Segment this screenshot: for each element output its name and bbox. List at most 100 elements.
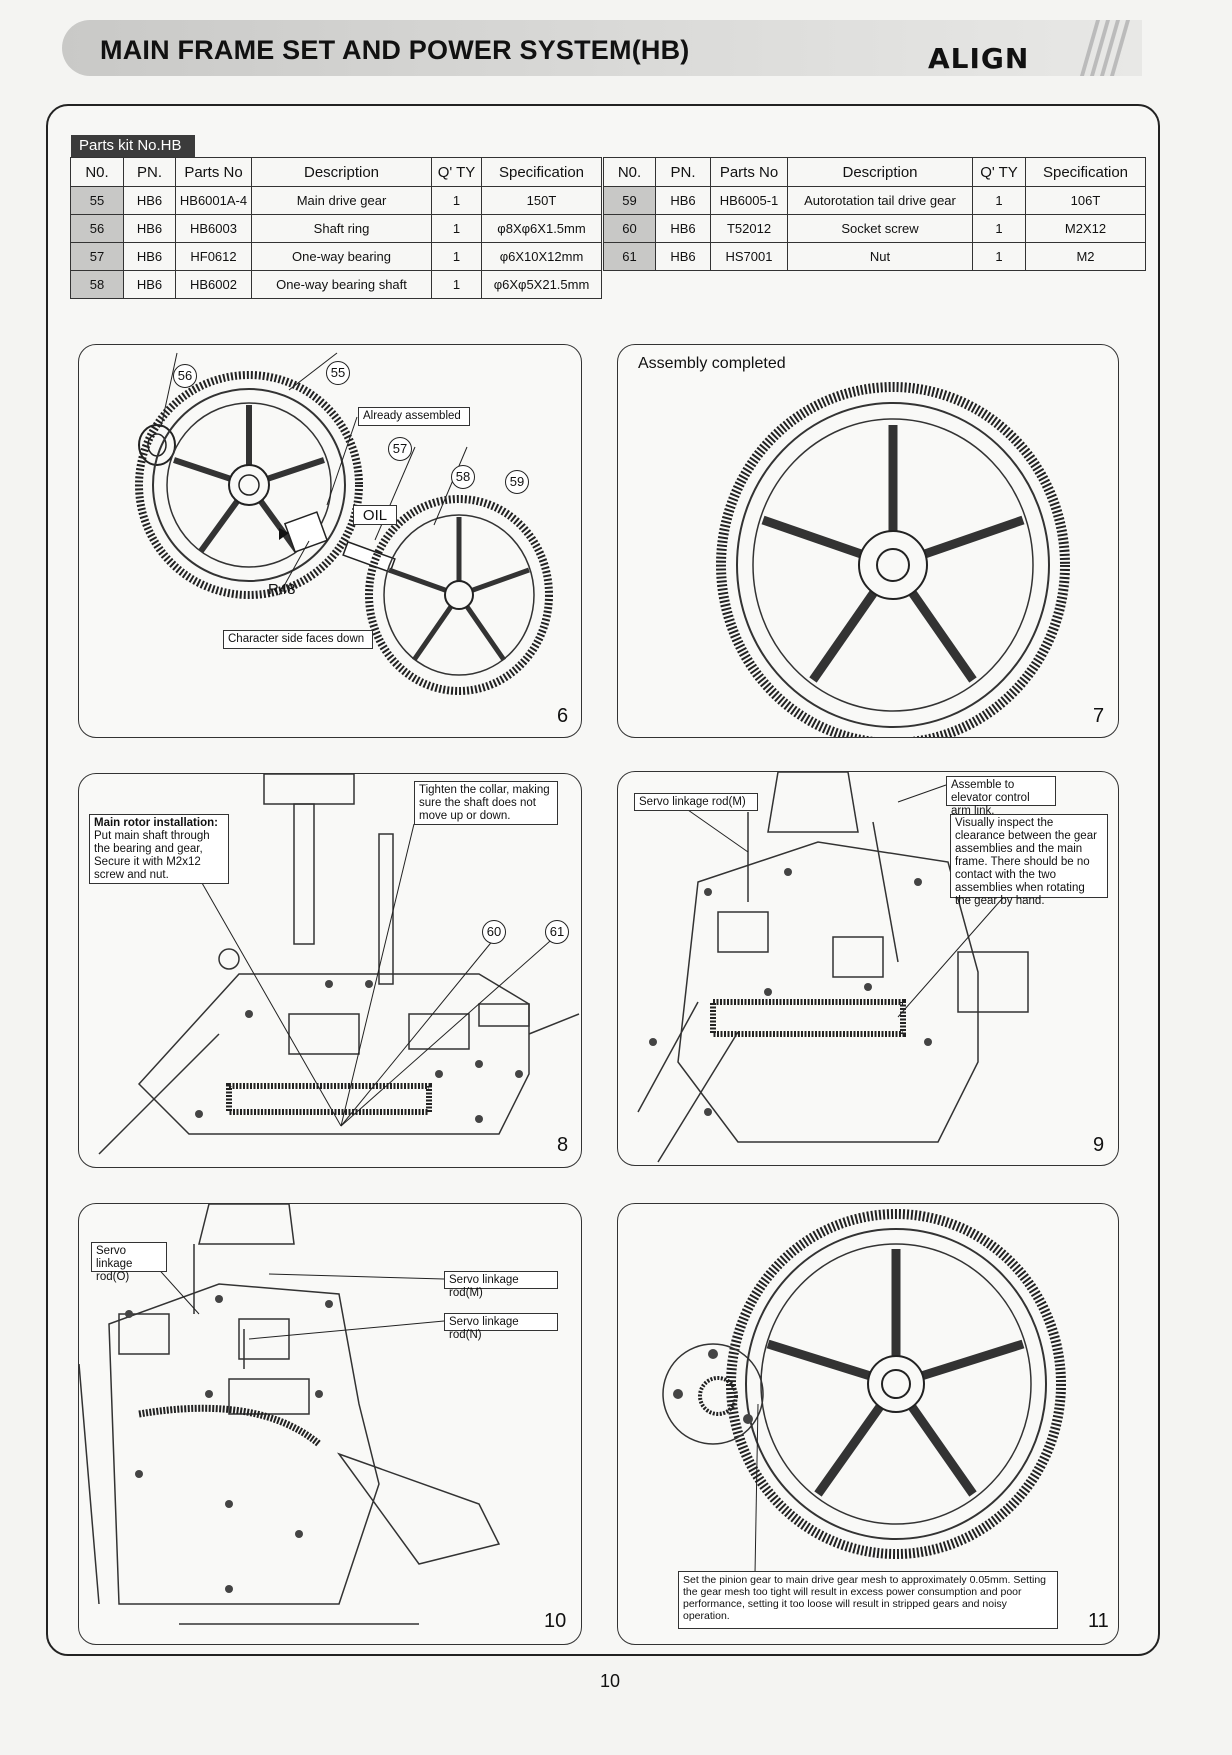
cell-qty: 1 [972, 186, 1026, 215]
gear-clearance-illustration [637, 772, 1029, 1163]
cell-no: 58 [70, 270, 124, 299]
page-number: 10 [600, 1671, 621, 1691]
callout-57: 57 [388, 437, 412, 461]
step-number: 11 [1088, 1610, 1109, 1632]
step-8-panel: Main rotor installation: Put main shaft … [78, 773, 582, 1168]
callout-58: 58 [451, 465, 475, 489]
callout-56: 56 [173, 364, 197, 388]
oil-label: OIL [353, 505, 397, 525]
col-header-qty: Q' TY [431, 157, 482, 187]
servo-linkage-m-label: Servo linkage rod(M) [444, 1271, 558, 1299]
cell-pn: HB6 [655, 186, 711, 215]
cell-pn: HB6 [123, 186, 176, 215]
cell-qty: 1 [431, 270, 482, 299]
cell-description: Autorotation tail drive gear [787, 186, 973, 215]
cell-spec: M2X12 [1025, 214, 1146, 243]
step-number: 10 [544, 1610, 567, 1632]
page-title: MAIN FRAME SET AND POWER SYSTEM(HB) [100, 35, 690, 65]
cell-qty: 1 [431, 242, 482, 271]
cell-spec: φ8Xφ6X1.5mm [481, 214, 602, 243]
tighten-collar-note: Tighten the collar, making sure the shaf… [414, 781, 558, 825]
main-rotor-note: Main rotor installation: Put main shaft … [89, 814, 229, 884]
cell-description: Main drive gear [251, 186, 432, 215]
header-stripes-icon [1080, 20, 1130, 76]
callout-61: 61 [545, 920, 569, 944]
assembly-completed-label: Assembly completed [638, 355, 786, 372]
servo-linkage-n-label: Servo linkage rod(N) [444, 1313, 558, 1341]
cell-spec: M2 [1025, 242, 1146, 271]
step-number: 7 [1093, 705, 1105, 727]
character-side-label: Character side faces down [223, 630, 373, 649]
cell-spec: 106T [1025, 186, 1146, 215]
cell-parts-no: HS7001 [710, 242, 788, 271]
cell-parts-no: HB6005-1 [710, 186, 788, 215]
callout-59: 59 [505, 470, 529, 494]
cell-pn: HB6 [123, 242, 176, 271]
servo-linkage-o-label: Servo linkage rod(O) [91, 1242, 167, 1283]
elevator-link-note: Assemble to elevator control arm link. [946, 776, 1056, 817]
cell-spec: 150T [481, 186, 602, 215]
cell-parts-no: T52012 [710, 214, 788, 243]
cell-pn: HB6 [655, 214, 711, 243]
cell-description: One-way bearing [251, 242, 432, 271]
gear-mesh-illustration [662, 1209, 1066, 1575]
cell-no: 56 [70, 214, 124, 243]
col-header-pn: PN. [123, 157, 176, 187]
gear-mesh-note: Set the pinion gear to main drive gear m… [678, 1571, 1058, 1629]
cell-parts-no: HB6003 [175, 214, 252, 243]
servo-linkage-m-label: Servo linkage rod(M) [634, 793, 758, 811]
cell-parts-no: HB6002 [175, 270, 252, 299]
cell-pn: HB6 [123, 270, 176, 299]
cell-parts-no: HB6001A-4 [175, 186, 252, 215]
cell-no: 60 [603, 214, 656, 243]
cell-spec: φ6X10X12mm [481, 242, 602, 271]
table-row: 58 HB6 HB6002 One-way bearing shaft 1 φ6… [70, 270, 602, 299]
col-header-parts-no: Parts No [175, 157, 252, 187]
main-rotor-title: Main rotor installation: [94, 817, 218, 829]
cell-qty: 1 [972, 214, 1026, 243]
cell-no: 55 [70, 186, 124, 215]
step-10-panel: Servo linkage rod(O) Servo linkage rod(M… [78, 1203, 582, 1645]
col-header-specification: Specification [481, 157, 602, 187]
col-header-no: N0. [70, 157, 124, 187]
already-assembled-label: Already assembled [358, 407, 470, 426]
step-number: 9 [1093, 1134, 1105, 1156]
parts-kit-label: Parts kit No.HB [71, 135, 195, 157]
table-row: 57 HB6 HF0612 One-way bearing 1 φ6X10X12… [70, 242, 602, 271]
col-header-pn: PN. [655, 157, 711, 187]
brand-logo: ALIGN [928, 42, 1030, 75]
header-bar [62, 20, 1142, 76]
inspect-clearance-note: Visually inspect the clearance between t… [950, 814, 1108, 907]
step-6-panel: 56 55 Already assembled 57 58 59 OIL R48… [78, 344, 582, 738]
table-row: 55 HB6 HB6001A-4 Main drive gear 1 150T [70, 186, 602, 215]
step-number: 8 [557, 1134, 569, 1156]
main-rotor-illustration [98, 774, 580, 1155]
cell-no: 59 [603, 186, 656, 215]
cell-description: Socket screw [787, 214, 973, 243]
cell-pn: HB6 [655, 242, 711, 271]
step-11-panel: Set the pinion gear to main drive gear m… [617, 1203, 1119, 1645]
cell-description: Nut [787, 242, 973, 271]
gear-assembly-illustration [135, 352, 553, 695]
col-header-parts-no: Parts No [710, 157, 788, 187]
col-header-specification: Specification [1025, 157, 1146, 187]
parts-table-left: N0. PN. Parts No Description Q' TY Speci… [70, 157, 602, 299]
cell-description: Shaft ring [251, 214, 432, 243]
cell-spec: φ6Xφ5X21.5mm [481, 270, 602, 299]
col-header-description: Description [787, 157, 973, 187]
step-9-panel: Servo linkage rod(M) Assemble to elevato… [617, 771, 1119, 1166]
callout-55: 55 [326, 361, 350, 385]
table-row: 61 HB6 HS7001 Nut 1 M2 [603, 242, 1146, 271]
col-header-description: Description [251, 157, 432, 187]
completed-gear-illustration [716, 382, 1070, 737]
servo-linkage-illustration [79, 1204, 501, 1625]
col-header-qty: Q' TY [972, 157, 1026, 187]
col-header-no: N0. [603, 157, 656, 187]
cell-qty: 1 [431, 186, 482, 215]
cell-qty: 1 [431, 214, 482, 243]
table-row: 59 HB6 HB6005-1 Autorotation tail drive … [603, 186, 1146, 215]
cell-no: 61 [603, 242, 656, 271]
table-row: 60 HB6 T52012 Socket screw 1 M2X12 [603, 214, 1146, 243]
callout-60: 60 [482, 920, 506, 944]
cell-pn: HB6 [123, 214, 176, 243]
